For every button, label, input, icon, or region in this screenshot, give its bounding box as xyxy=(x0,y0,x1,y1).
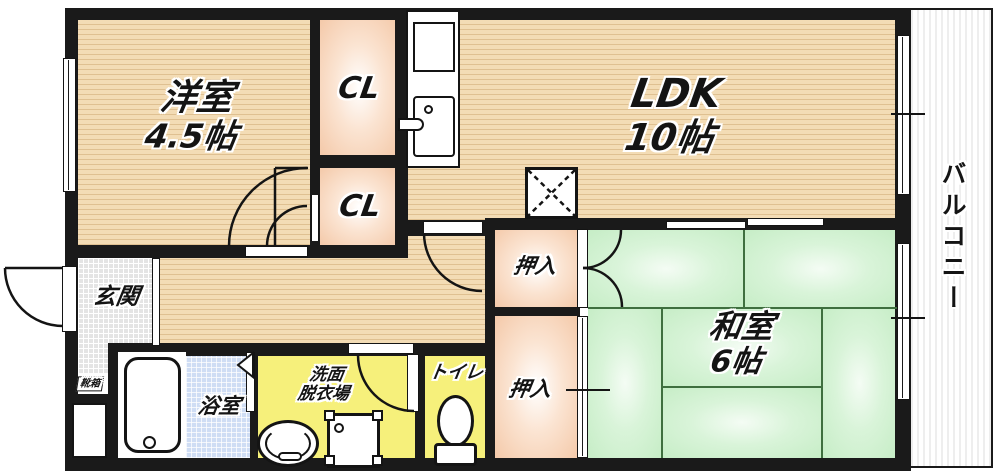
stove-icon xyxy=(413,22,455,72)
youshitsu-name: 洋室 xyxy=(157,77,237,119)
washing-machine-tab xyxy=(372,455,383,466)
balcony-area xyxy=(905,8,993,468)
oshiire-bottom-floor xyxy=(495,316,578,458)
toilet-tank xyxy=(434,443,477,466)
wall-top xyxy=(65,8,911,20)
ldk-window-pane xyxy=(902,37,903,193)
cl-top-floor xyxy=(320,20,398,155)
sink-drain xyxy=(424,105,433,114)
genkan-label: 玄関 xyxy=(91,284,142,311)
kutsubako-cabinet xyxy=(72,403,107,458)
wall-wash-toilet xyxy=(415,343,425,458)
washitsu-name: 和室 xyxy=(706,307,777,346)
washing-machine-dial xyxy=(334,423,344,433)
oshiire-fusuma-track xyxy=(582,318,583,456)
senmen-label: 洗面 脱衣場 xyxy=(296,364,353,404)
ldk-name: LDK xyxy=(627,70,725,117)
washitsu-balcony-window xyxy=(897,243,910,400)
washitsu-double-door xyxy=(577,229,588,308)
oshiire-top-floor xyxy=(495,228,578,307)
washitsu-size: 6帖 xyxy=(707,344,765,380)
balcony-label: バルコニー xyxy=(938,160,967,316)
yokushitsu-label: 浴室 xyxy=(196,394,243,419)
faucet-icon xyxy=(398,118,424,131)
tatami-mat xyxy=(744,230,897,308)
senmen-line1: 洗面 xyxy=(308,364,346,385)
tatami-mat xyxy=(822,308,897,458)
tatami-mat xyxy=(588,230,744,308)
ldk-size: 10帖 xyxy=(621,115,718,159)
washitsu-window-pane xyxy=(902,245,903,398)
void-x-marker xyxy=(525,167,578,219)
youshitsu-door-threshold xyxy=(245,246,308,257)
cl-bottom-door xyxy=(311,195,319,241)
cl-bottom-label: CL xyxy=(336,189,384,225)
washing-machine-tab xyxy=(324,410,335,421)
washroom-door-leaf xyxy=(407,354,419,412)
oshiire-top-label: 押入 xyxy=(512,254,559,279)
ldk-door-leaf xyxy=(423,221,483,234)
genkan-floor-lower xyxy=(78,343,108,373)
oshiire-bottom-label: 押入 xyxy=(507,377,554,402)
genkan-floor xyxy=(78,258,154,346)
youshitsu-window-pane xyxy=(68,60,69,190)
washing-machine-tab xyxy=(324,455,335,466)
washbasin-ledge xyxy=(278,452,302,461)
ldk-label: LDK 10帖 xyxy=(621,70,725,159)
ldk-washitsu-sliding-door xyxy=(666,221,746,229)
wall-oshiire-left xyxy=(485,218,495,470)
youshitsu-size: 4.5帖 xyxy=(142,116,240,156)
wall-youshitsu-cl xyxy=(310,8,320,245)
youshitsu-window xyxy=(63,58,76,192)
bathroom-door-track xyxy=(246,352,255,412)
toilet-icon xyxy=(437,395,474,447)
cl-bottom-floor xyxy=(320,168,398,245)
tatami-mat xyxy=(662,387,822,458)
senmen-line2: 脱衣場 xyxy=(296,384,351,404)
youshitsu-label: 洋室 4.5帖 xyxy=(142,77,246,156)
wall-oshiire-mid xyxy=(485,307,580,316)
kutsubako-label: 靴箱 xyxy=(75,376,105,392)
washitsu-label: 和室 6帖 xyxy=(701,307,777,380)
wall-cl-kitchen xyxy=(395,8,408,258)
entrance-door-opening xyxy=(62,266,77,332)
ldk-floor xyxy=(408,20,897,230)
cl-top-label: CL xyxy=(335,71,383,107)
washroom-door-opening xyxy=(348,343,414,354)
wall-youshitsu-bottom xyxy=(65,245,408,258)
ldk-washitsu-sliding-door xyxy=(747,218,824,226)
tatami-mat xyxy=(662,308,822,387)
washing-machine-icon xyxy=(327,413,380,468)
tatami-mat xyxy=(588,308,662,458)
washing-machine-tab xyxy=(372,410,383,421)
entrance-door-swing xyxy=(3,266,64,328)
ldk-balcony-window xyxy=(897,35,910,195)
toilet-label: トイレ xyxy=(427,361,485,383)
bathtub-drain xyxy=(143,436,156,449)
genkan-step xyxy=(152,258,160,346)
wall-cl-mid xyxy=(310,155,408,168)
